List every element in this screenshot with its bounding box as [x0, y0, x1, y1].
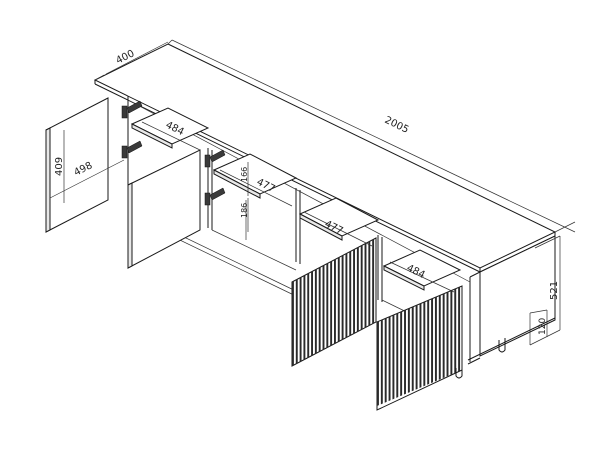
dim-leg-height-label: 120 [538, 318, 548, 335]
dim-left-door-height-label: 409 [54, 157, 65, 176]
left-door [45, 97, 109, 233]
dim-upper-gap-label: 166 [240, 167, 249, 182]
slatted-door-left [291, 237, 377, 367]
shelves [130, 107, 462, 291]
dim-lower-gap-label: 186 [240, 203, 249, 218]
dim-total-height-label: 521 [549, 281, 560, 300]
slatted-door-right [376, 285, 463, 411]
hinge-icon [121, 140, 143, 159]
hinge-icon [121, 100, 143, 119]
hinge-icon [204, 149, 226, 168]
legs [455, 338, 506, 379]
hinge-icon [204, 187, 226, 206]
cabinet-carcass [127, 96, 556, 365]
hinges [121, 100, 226, 206]
center-left-door [127, 149, 201, 269]
dimension-lines [49, 39, 576, 346]
dim-width-label: 2005 [383, 115, 411, 136]
